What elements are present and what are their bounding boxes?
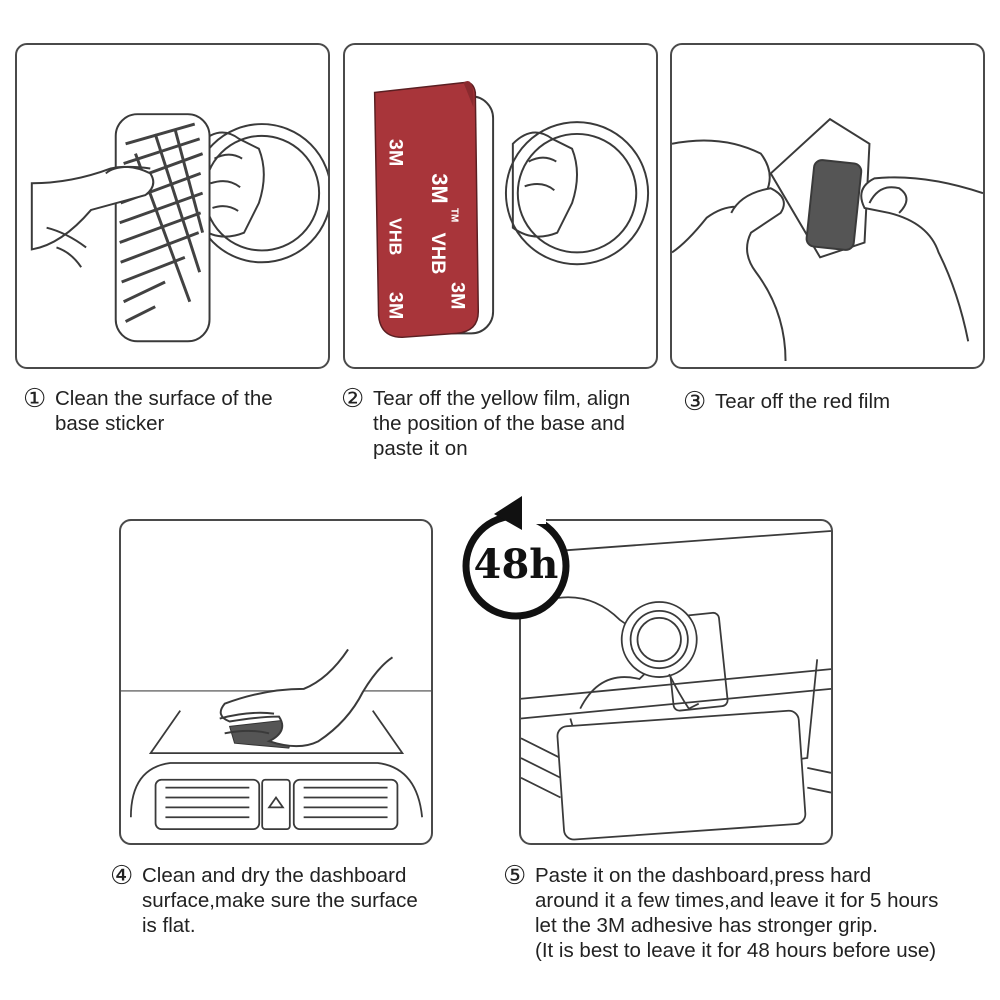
step-1-number: ①	[23, 383, 47, 413]
step-3-illustration	[670, 43, 985, 369]
step-2-illustration: 3M VHB 3M 3M 3M VHB TM	[343, 43, 658, 369]
svg-text:3M: 3M	[447, 282, 469, 309]
step-2-number: ②	[341, 383, 365, 413]
step-5-illustration	[519, 519, 833, 845]
step-2-caption: ② Tear off the yellow film, align the po…	[341, 383, 671, 461]
peel-red-film-drawing	[672, 117, 983, 362]
svg-text:3M: 3M	[427, 173, 452, 203]
svg-text:VHB: VHB	[427, 233, 449, 275]
step-4-illustration	[119, 519, 433, 845]
svg-text:3M: 3M	[384, 139, 406, 166]
badge-label: 48h	[473, 541, 559, 588]
rotate-arrow-icon	[462, 496, 570, 620]
svg-text:VHB: VHB	[385, 218, 405, 256]
step-3-text: Tear off the red film	[715, 390, 891, 413]
step-4-text: Clean and dry the dashboard surface,make…	[142, 864, 418, 937]
step-3-caption: ③ Tear off the red film	[683, 386, 993, 416]
svg-text:TM: TM	[449, 208, 460, 222]
wait-48h-badge: 48h	[454, 494, 578, 624]
mount-on-dashboard-drawing	[521, 530, 831, 841]
step-2-text: Tear off the yellow film, align the posi…	[373, 387, 631, 460]
step-3-number: ③	[683, 386, 707, 416]
step-1-illustration	[15, 43, 330, 369]
step-5-caption: ⑤ Paste it on the dashboard,press hard a…	[503, 860, 998, 963]
step-4-number: ④	[110, 860, 134, 890]
step-4-caption: ④ Clean and dry the dashboard surface,ma…	[110, 860, 470, 938]
step-1-caption: ① Clean the surface of the base sticker	[23, 383, 333, 436]
tape-logos: 3M VHB 3M 3M 3M VHB TM	[384, 139, 468, 319]
clean-sticker-drawing	[30, 113, 328, 343]
step-1-text: Clean the surface of the base sticker	[55, 387, 273, 435]
clean-dashboard-drawing	[121, 648, 431, 830]
apply-3m-tape-drawing: 3M VHB 3M 3M 3M VHB TM	[373, 81, 650, 339]
svg-text:3M: 3M	[384, 292, 406, 319]
step-5-number: ⑤	[503, 860, 527, 890]
step-5-text: Paste it on the dashboard,press hard aro…	[535, 864, 939, 962]
